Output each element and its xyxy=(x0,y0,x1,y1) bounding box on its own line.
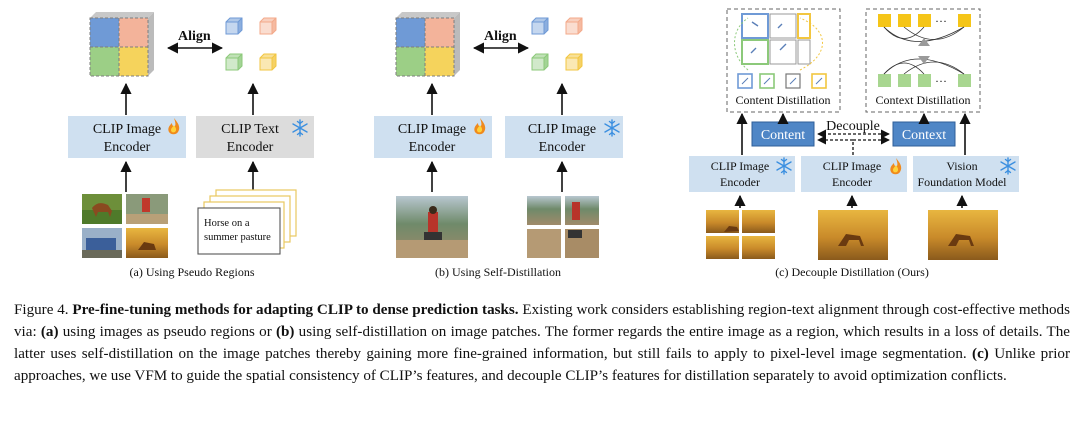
context-distillation-label: Context Distillation xyxy=(876,93,971,107)
encoder-label: CLIP Image xyxy=(398,122,466,137)
subcaption-a: (a) Using Pseudo Regions xyxy=(130,265,255,279)
align-label: Align xyxy=(178,29,211,44)
encoder-label: Encoder xyxy=(832,175,872,189)
align-label: Align xyxy=(484,29,517,44)
patch-images xyxy=(706,210,775,259)
encoder-label: CLIP Image xyxy=(711,159,770,173)
encoder-label: Encoder xyxy=(227,140,274,155)
subcaption-b: (b) Using Self-Distillation xyxy=(435,265,561,279)
feature-cube-icon xyxy=(395,11,461,77)
context-tokens-bottom: ··· xyxy=(878,74,971,88)
context-tokens-top: ··· xyxy=(878,14,971,28)
caption-ref-b: (b) xyxy=(275,324,295,340)
encoder-label: Encoder xyxy=(539,140,586,155)
context-distillation-box xyxy=(865,8,981,113)
caption-title: Pre-fine-tuning methods for adapting CLI… xyxy=(72,302,519,318)
cube-yellow-icon xyxy=(565,53,583,71)
encoder-label: Encoder xyxy=(104,140,151,155)
svg-text:···: ··· xyxy=(935,74,947,88)
clip-text-encoder-box xyxy=(196,116,314,158)
context-box xyxy=(892,121,956,147)
text-prompt-line: summer pasture xyxy=(204,232,271,243)
svg-text:···: ··· xyxy=(935,14,947,28)
encoder-label: Encoder xyxy=(409,140,456,155)
feature-cube-icon xyxy=(89,11,155,77)
pseudo-region-images xyxy=(82,194,168,258)
cube-yellow-icon xyxy=(259,53,277,71)
encoder-label: CLIP Image xyxy=(528,122,596,137)
cube-blue-icon xyxy=(225,17,243,35)
full-image xyxy=(396,196,468,258)
caption-text: using self-distillation on image patches… xyxy=(14,324,1070,362)
patch-images xyxy=(527,196,599,258)
encoder-label: Vision xyxy=(946,159,977,173)
encoder-label: Encoder xyxy=(720,175,760,189)
content-grid xyxy=(741,13,811,65)
clip-image-encoder-box xyxy=(68,116,186,158)
caption-text: Unlike prior approaches, we use VFM to g… xyxy=(14,346,1070,384)
content-patches xyxy=(737,73,827,89)
text-prompt-line: Horse on a xyxy=(204,218,250,229)
caption-text: Existing work considers establishing reg… xyxy=(14,302,1070,340)
content-box xyxy=(751,121,815,147)
encoder-label: CLIP Image xyxy=(823,159,882,173)
clip-image-encoder-box xyxy=(505,116,623,158)
cube-blue-icon xyxy=(531,17,549,35)
content-distillation-label: Content Distillation xyxy=(736,93,831,107)
clip-image-encoder-box xyxy=(374,116,492,158)
cube-green-icon xyxy=(531,53,549,71)
panel-c: Content Distillation ··· ··· Context Dis… xyxy=(689,8,1019,279)
caption-ref-a: (a) xyxy=(40,324,59,340)
figure-caption: Figure 4. Pre-fine-tuning methods for ad… xyxy=(14,299,1070,387)
cube-orange-icon xyxy=(565,17,583,35)
encoder-label: Foundation Model xyxy=(918,175,1008,189)
deer-image xyxy=(928,210,998,260)
caption-ref-c: (c) xyxy=(972,346,989,362)
encoder-label: CLIP Text xyxy=(221,122,279,137)
sync-arrow-icon xyxy=(918,38,930,64)
decouple-label: Decouple xyxy=(826,119,880,134)
figure-diagram: Align CLIP Image Encoder CLIP Text Encod… xyxy=(68,8,1019,279)
deer-image xyxy=(818,210,888,260)
context-label: Context xyxy=(902,128,946,143)
content-distillation-box xyxy=(726,8,841,113)
panel-b: Align CLIP Image Encoder CLIP Image Enco… xyxy=(374,11,623,279)
attention-arcs xyxy=(883,26,965,75)
subcaption-c: (c) Decouple Distillation (Ours) xyxy=(775,265,929,279)
caption-text: using images as pseudo regions or xyxy=(58,324,276,340)
caption-lead: Figure 4. xyxy=(14,302,73,318)
clip-image-encoder-box xyxy=(801,156,907,192)
encoder-label: CLIP Image xyxy=(93,122,161,137)
cube-green-icon xyxy=(225,53,243,71)
text-prompt-cards: Horse on a summer pasture xyxy=(197,189,297,255)
content-label: Content xyxy=(761,128,805,143)
panel-a: Align CLIP Image Encoder CLIP Text Encod… xyxy=(68,11,314,279)
cube-orange-icon xyxy=(259,17,277,35)
